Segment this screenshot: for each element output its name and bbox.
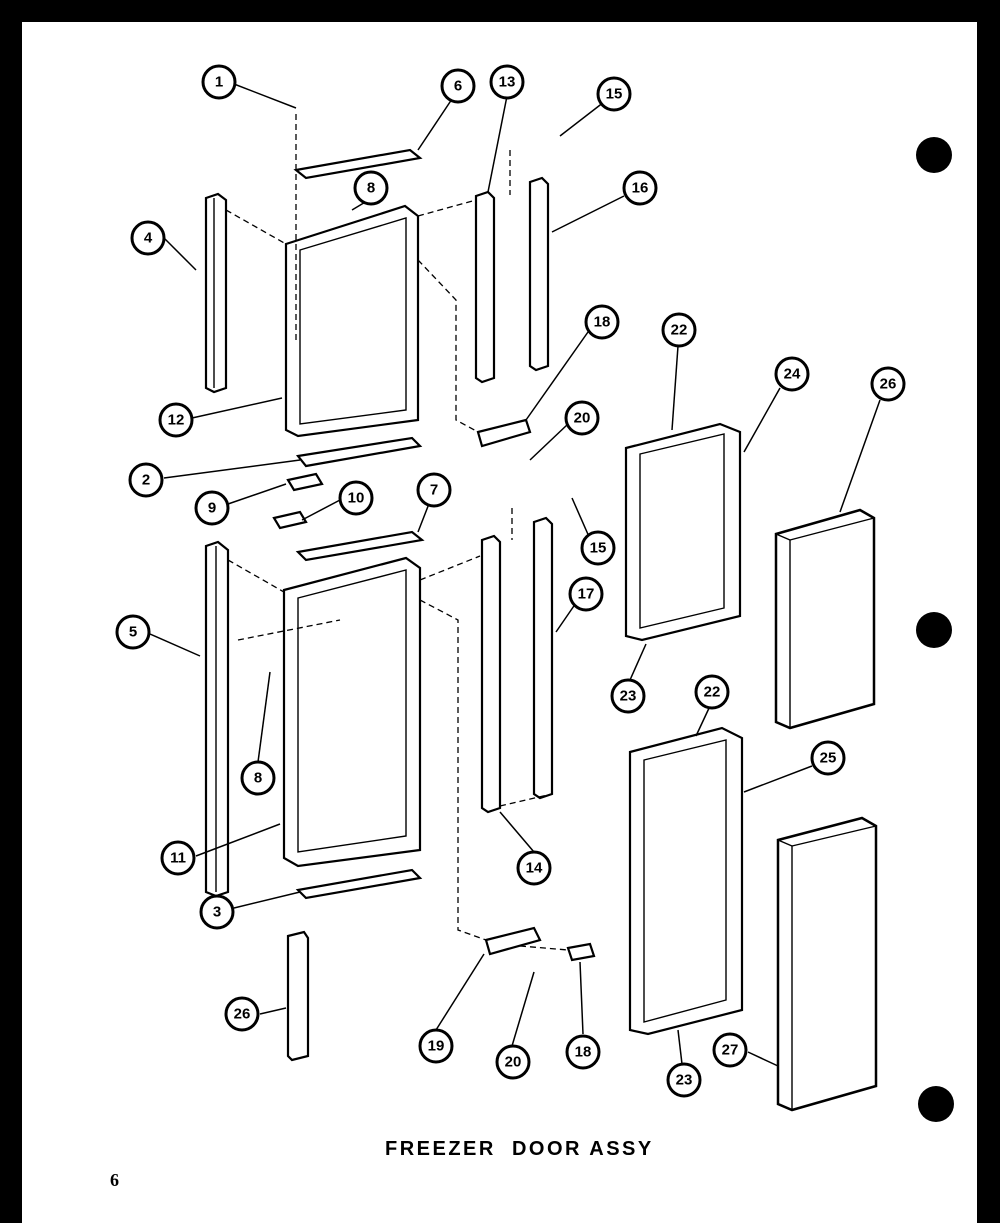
callout-20-lower: 20: [495, 1044, 531, 1080]
callout-18-upper: 18: [584, 304, 620, 340]
svg-text:27: 27: [722, 1042, 739, 1059]
svg-text:19: 19: [428, 1038, 445, 1055]
svg-text:20: 20: [574, 410, 591, 427]
callout-7: 7: [416, 472, 452, 508]
svg-text:17: 17: [578, 586, 595, 603]
svg-text:1: 1: [215, 74, 223, 91]
right-assemblies: [624, 422, 878, 1112]
svg-text:26: 26: [880, 376, 897, 393]
callout-4: 4: [130, 220, 166, 256]
svg-text:8: 8: [367, 180, 375, 197]
callout-18-lower: 18: [565, 1034, 601, 1070]
upper-door-assembly: [204, 114, 550, 530]
callout-2: 2: [128, 462, 164, 498]
svg-text:10: 10: [348, 490, 365, 507]
svg-text:23: 23: [620, 688, 637, 705]
diagram-title: FREEZER DOOR ASSY: [385, 1138, 654, 1160]
callout-23-lower: 23: [666, 1062, 702, 1098]
callout-26-upper: 26: [870, 366, 906, 402]
svg-text:22: 22: [671, 322, 688, 339]
lower-door-assembly: [204, 508, 596, 1062]
callout-14: 14: [516, 850, 552, 886]
callout-25: 25: [810, 740, 846, 776]
svg-text:6: 6: [454, 78, 462, 95]
callout-8-upper: 8: [353, 170, 389, 206]
callout-27: 27: [712, 1032, 748, 1068]
svg-text:15: 15: [606, 86, 623, 103]
callout-16: 16: [622, 170, 658, 206]
callout-13: 13: [489, 64, 525, 100]
callout-10: 10: [338, 480, 374, 516]
svg-text:22: 22: [704, 684, 721, 701]
callout-8-lower: 8: [240, 760, 276, 796]
callout-24: 24: [774, 356, 810, 392]
svg-text:20: 20: [505, 1054, 522, 1071]
svg-text:2: 2: [142, 472, 150, 489]
callout-22-lower: 22: [694, 674, 730, 710]
leader-lines: [149, 83, 881, 1067]
svg-text:9: 9: [208, 500, 216, 517]
svg-text:4: 4: [144, 230, 153, 247]
svg-text:7: 7: [430, 482, 438, 499]
callout-23-upper: 23: [610, 678, 646, 714]
svg-text:13: 13: [499, 74, 516, 91]
callout-6: 6: [440, 68, 476, 104]
svg-text:23: 23: [676, 1072, 693, 1089]
svg-text:8: 8: [254, 770, 262, 787]
callout-20-upper: 20: [564, 400, 600, 436]
svg-text:24: 24: [784, 366, 801, 383]
svg-text:18: 18: [594, 314, 611, 331]
callout-1: 1: [201, 64, 237, 100]
callout-12: 12: [158, 402, 194, 438]
binder-holes: [916, 137, 954, 1122]
svg-text:26: 26: [234, 1006, 251, 1023]
svg-text:3: 3: [213, 904, 221, 921]
svg-text:15: 15: [590, 540, 607, 557]
callout-26-lower: 26: [224, 996, 260, 1032]
callout-19-lower: 19: [418, 1028, 454, 1064]
callout-17: 17: [568, 576, 604, 612]
svg-text:11: 11: [170, 850, 186, 867]
callout-11: 11: [160, 840, 196, 876]
callout-15-upper: 15: [596, 76, 632, 112]
svg-text:14: 14: [526, 860, 543, 877]
svg-text:5: 5: [129, 624, 137, 641]
callout-3: 3: [199, 894, 235, 930]
callout-22-upper: 22: [661, 312, 697, 348]
page-number: 6: [110, 1170, 119, 1190]
callout-5: 5: [115, 614, 151, 650]
callout-15-lower: 15: [580, 530, 616, 566]
svg-text:12: 12: [168, 412, 185, 429]
callout-9: 9: [194, 490, 230, 526]
svg-text:18: 18: [575, 1044, 592, 1061]
svg-text:25: 25: [820, 750, 837, 767]
svg-text:16: 16: [632, 180, 649, 197]
